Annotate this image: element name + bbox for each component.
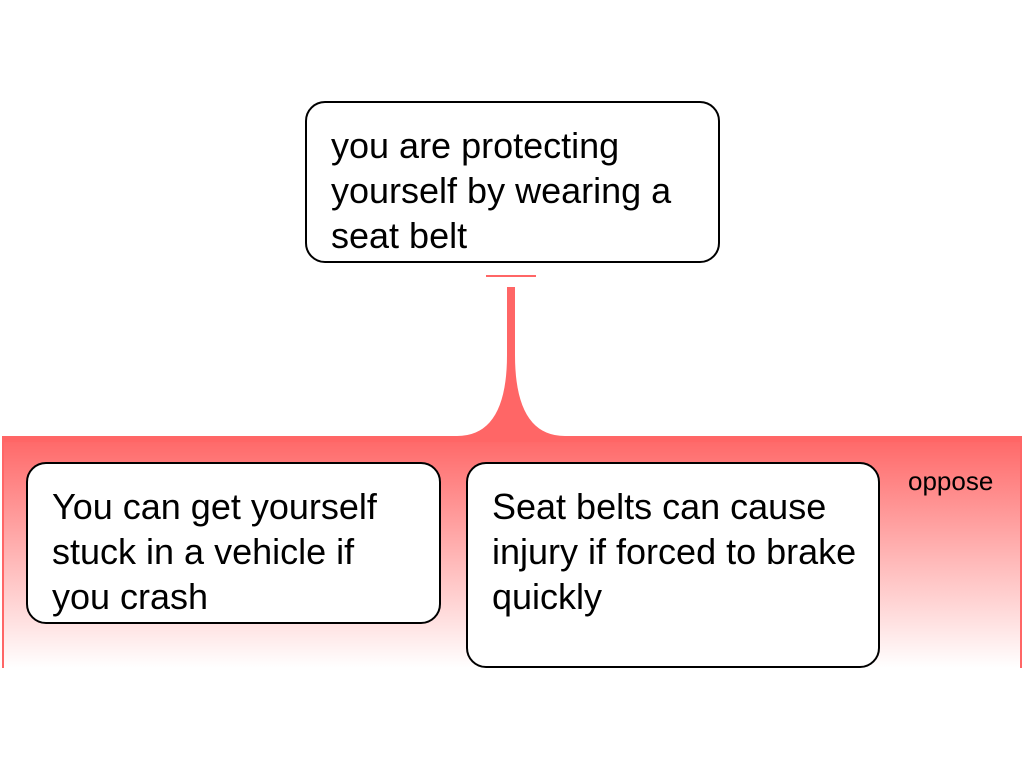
reason-node-stuck-in-vehicle[interactable]: You can get yourself stuck in a vehicle …: [26, 462, 441, 624]
reason-text: Seat belts can cause injury if forced to…: [492, 486, 857, 617]
oppose-label: oppose: [908, 466, 994, 496]
oppose-stem: [2, 287, 1022, 442]
reason-text: You can get yourself stuck in a vehicle …: [52, 486, 377, 617]
reason-node-brake-injury[interactable]: Seat belts can cause injury if forced to…: [466, 462, 880, 668]
claim-node[interactable]: you are protecting yourself by wearing a…: [305, 101, 720, 263]
claim-text: you are protecting yourself by wearing a…: [331, 125, 672, 256]
